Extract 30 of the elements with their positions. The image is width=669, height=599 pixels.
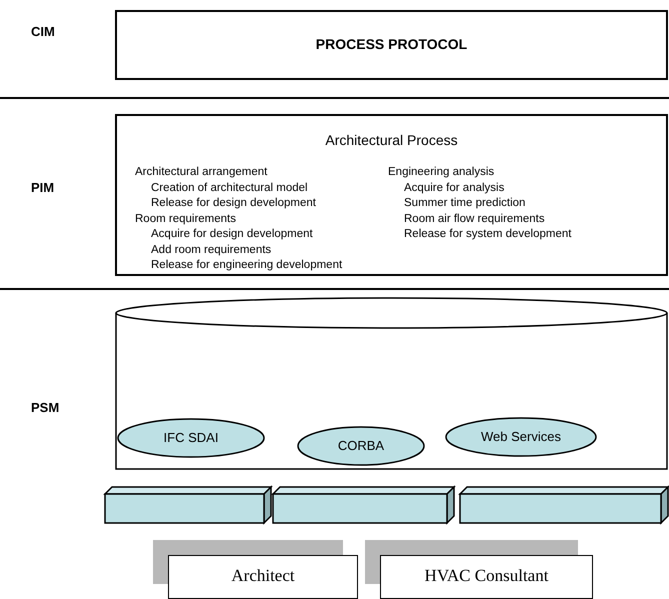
- task-item: Acquire for design development: [151, 228, 313, 240]
- task-item: Summer time prediction: [404, 197, 526, 209]
- layer-label: PIM: [31, 180, 54, 195]
- role-name: Architect: [230, 566, 296, 586]
- activity-item: Architectural arrangement: [135, 166, 268, 178]
- task-item: Release for engineering development: [151, 259, 342, 271]
- service-ellipse: [117, 418, 265, 458]
- service-ellipse: [297, 426, 425, 466]
- layer-label: PSM: [31, 400, 60, 415]
- task-item: Add room requirements: [151, 244, 272, 256]
- service-ellipse: [445, 417, 597, 457]
- service-name: IFC SDAI: [162, 430, 220, 445]
- tool-block: [459, 486, 669, 524]
- layer-box: [115, 10, 668, 80]
- layer-title: PROCESS PROTOCOL: [314, 36, 468, 52]
- layer-box: [115, 114, 668, 276]
- task-item: Release for design development: [151, 197, 316, 209]
- tool-block: [104, 486, 272, 524]
- task-item: Acquire for analysis: [404, 182, 504, 194]
- task-item: Room air flow requirements: [404, 212, 545, 224]
- activity-item: Room requirements: [135, 212, 236, 224]
- layer-label: CIM: [31, 24, 55, 39]
- service-name: Web Services: [480, 429, 562, 444]
- activity-item: Engineering analysis: [388, 166, 494, 178]
- tool-block: [272, 486, 455, 524]
- task-item: Release for system development: [404, 228, 572, 240]
- task-item: Creation of architectural model: [151, 182, 308, 194]
- role-name: HVAC Consultant: [424, 566, 550, 586]
- service-name: CORBA: [336, 438, 386, 453]
- section-heading: Architectural Process: [324, 132, 459, 148]
